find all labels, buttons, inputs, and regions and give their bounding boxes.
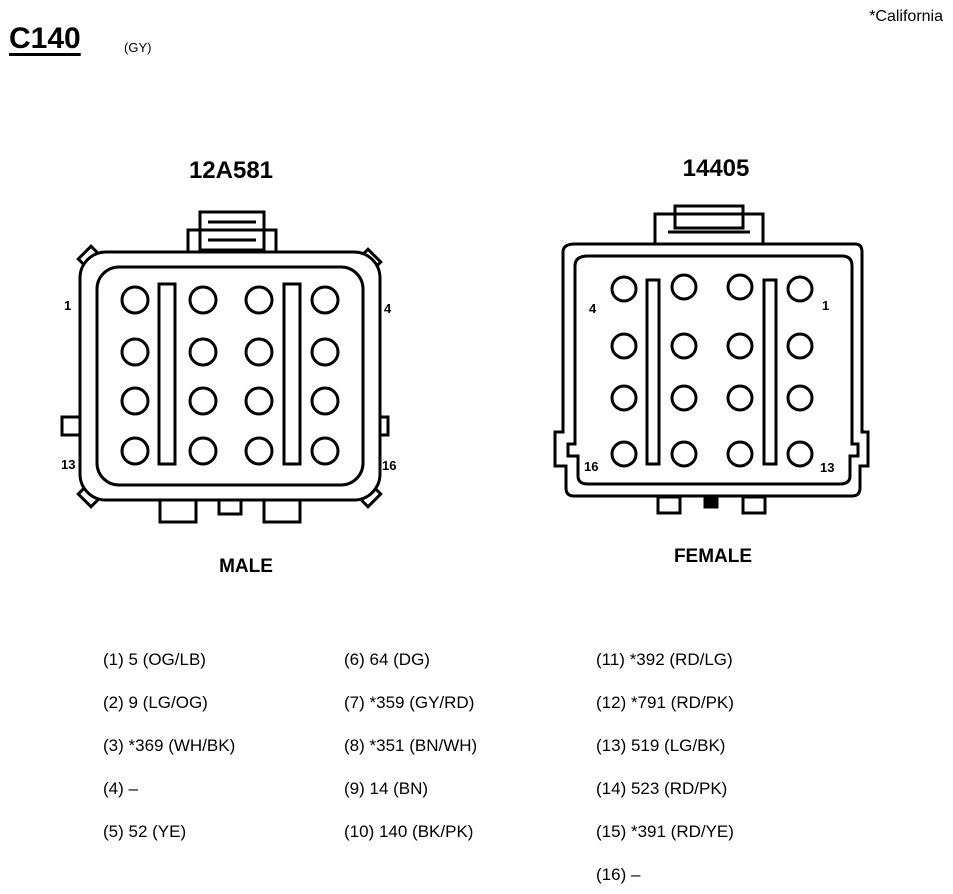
pin-16: (16) – — [596, 865, 641, 884]
female-label: FEMALE — [673, 546, 753, 567]
pin-12: (12) *791 (RD/PK) — [596, 693, 734, 712]
male-connector-id: 12A581 — [188, 157, 274, 184]
pin-6: (6) 64 (DG) — [344, 650, 430, 669]
female-label-bottom-right: 13 — [820, 460, 834, 475]
pin-9: (9) 14 (BN) — [344, 779, 429, 798]
pin-7: (7) *359 (GY/RD) — [344, 693, 475, 712]
pin-1: (1) 5 (OG/LB) — [103, 650, 206, 669]
female-label-top-left: 4 — [589, 301, 597, 316]
pin-14: (14) 523 (RD/PK) — [596, 779, 728, 798]
pin-8: (8) *351 (BN/WH) — [344, 736, 478, 755]
female-label-top-right: 1 — [822, 298, 829, 313]
female-pin-grid — [610, 273, 814, 468]
pin-11: (11) *392 (RD/LG) — [596, 650, 733, 669]
pin-2: (2) 9 (LG/OG) — [103, 693, 208, 712]
female-connector-body — [553, 204, 870, 515]
female-connector-id: 14405 — [682, 155, 750, 182]
male-label: MALE — [219, 556, 273, 577]
connector-title: C140 — [9, 22, 81, 55]
male-pin-grid — [120, 285, 340, 466]
pin-15: (15) *391 (RD/YE) — [596, 822, 734, 841]
pin-10: (10) 140 (BK/PK) — [344, 822, 474, 841]
male-label-bottom-right: 16 — [382, 458, 396, 473]
pin-3: (3) *369 (WH/BK) — [103, 736, 236, 755]
female-label-bottom-left: 16 — [584, 459, 598, 474]
california-note: *California — [869, 8, 943, 25]
male-label-top-right: 4 — [384, 301, 392, 316]
male-connector-body — [60, 210, 390, 524]
pin-4: (4) – — [103, 779, 138, 798]
pin-13: (13) 519 (LG/BK) — [596, 736, 726, 755]
male-label-bottom-left: 13 — [61, 457, 75, 472]
pin-5: (5) 52 (YE) — [103, 822, 187, 841]
male-label-top-left: 1 — [64, 298, 71, 313]
connector-color: (GY) — [124, 40, 152, 55]
